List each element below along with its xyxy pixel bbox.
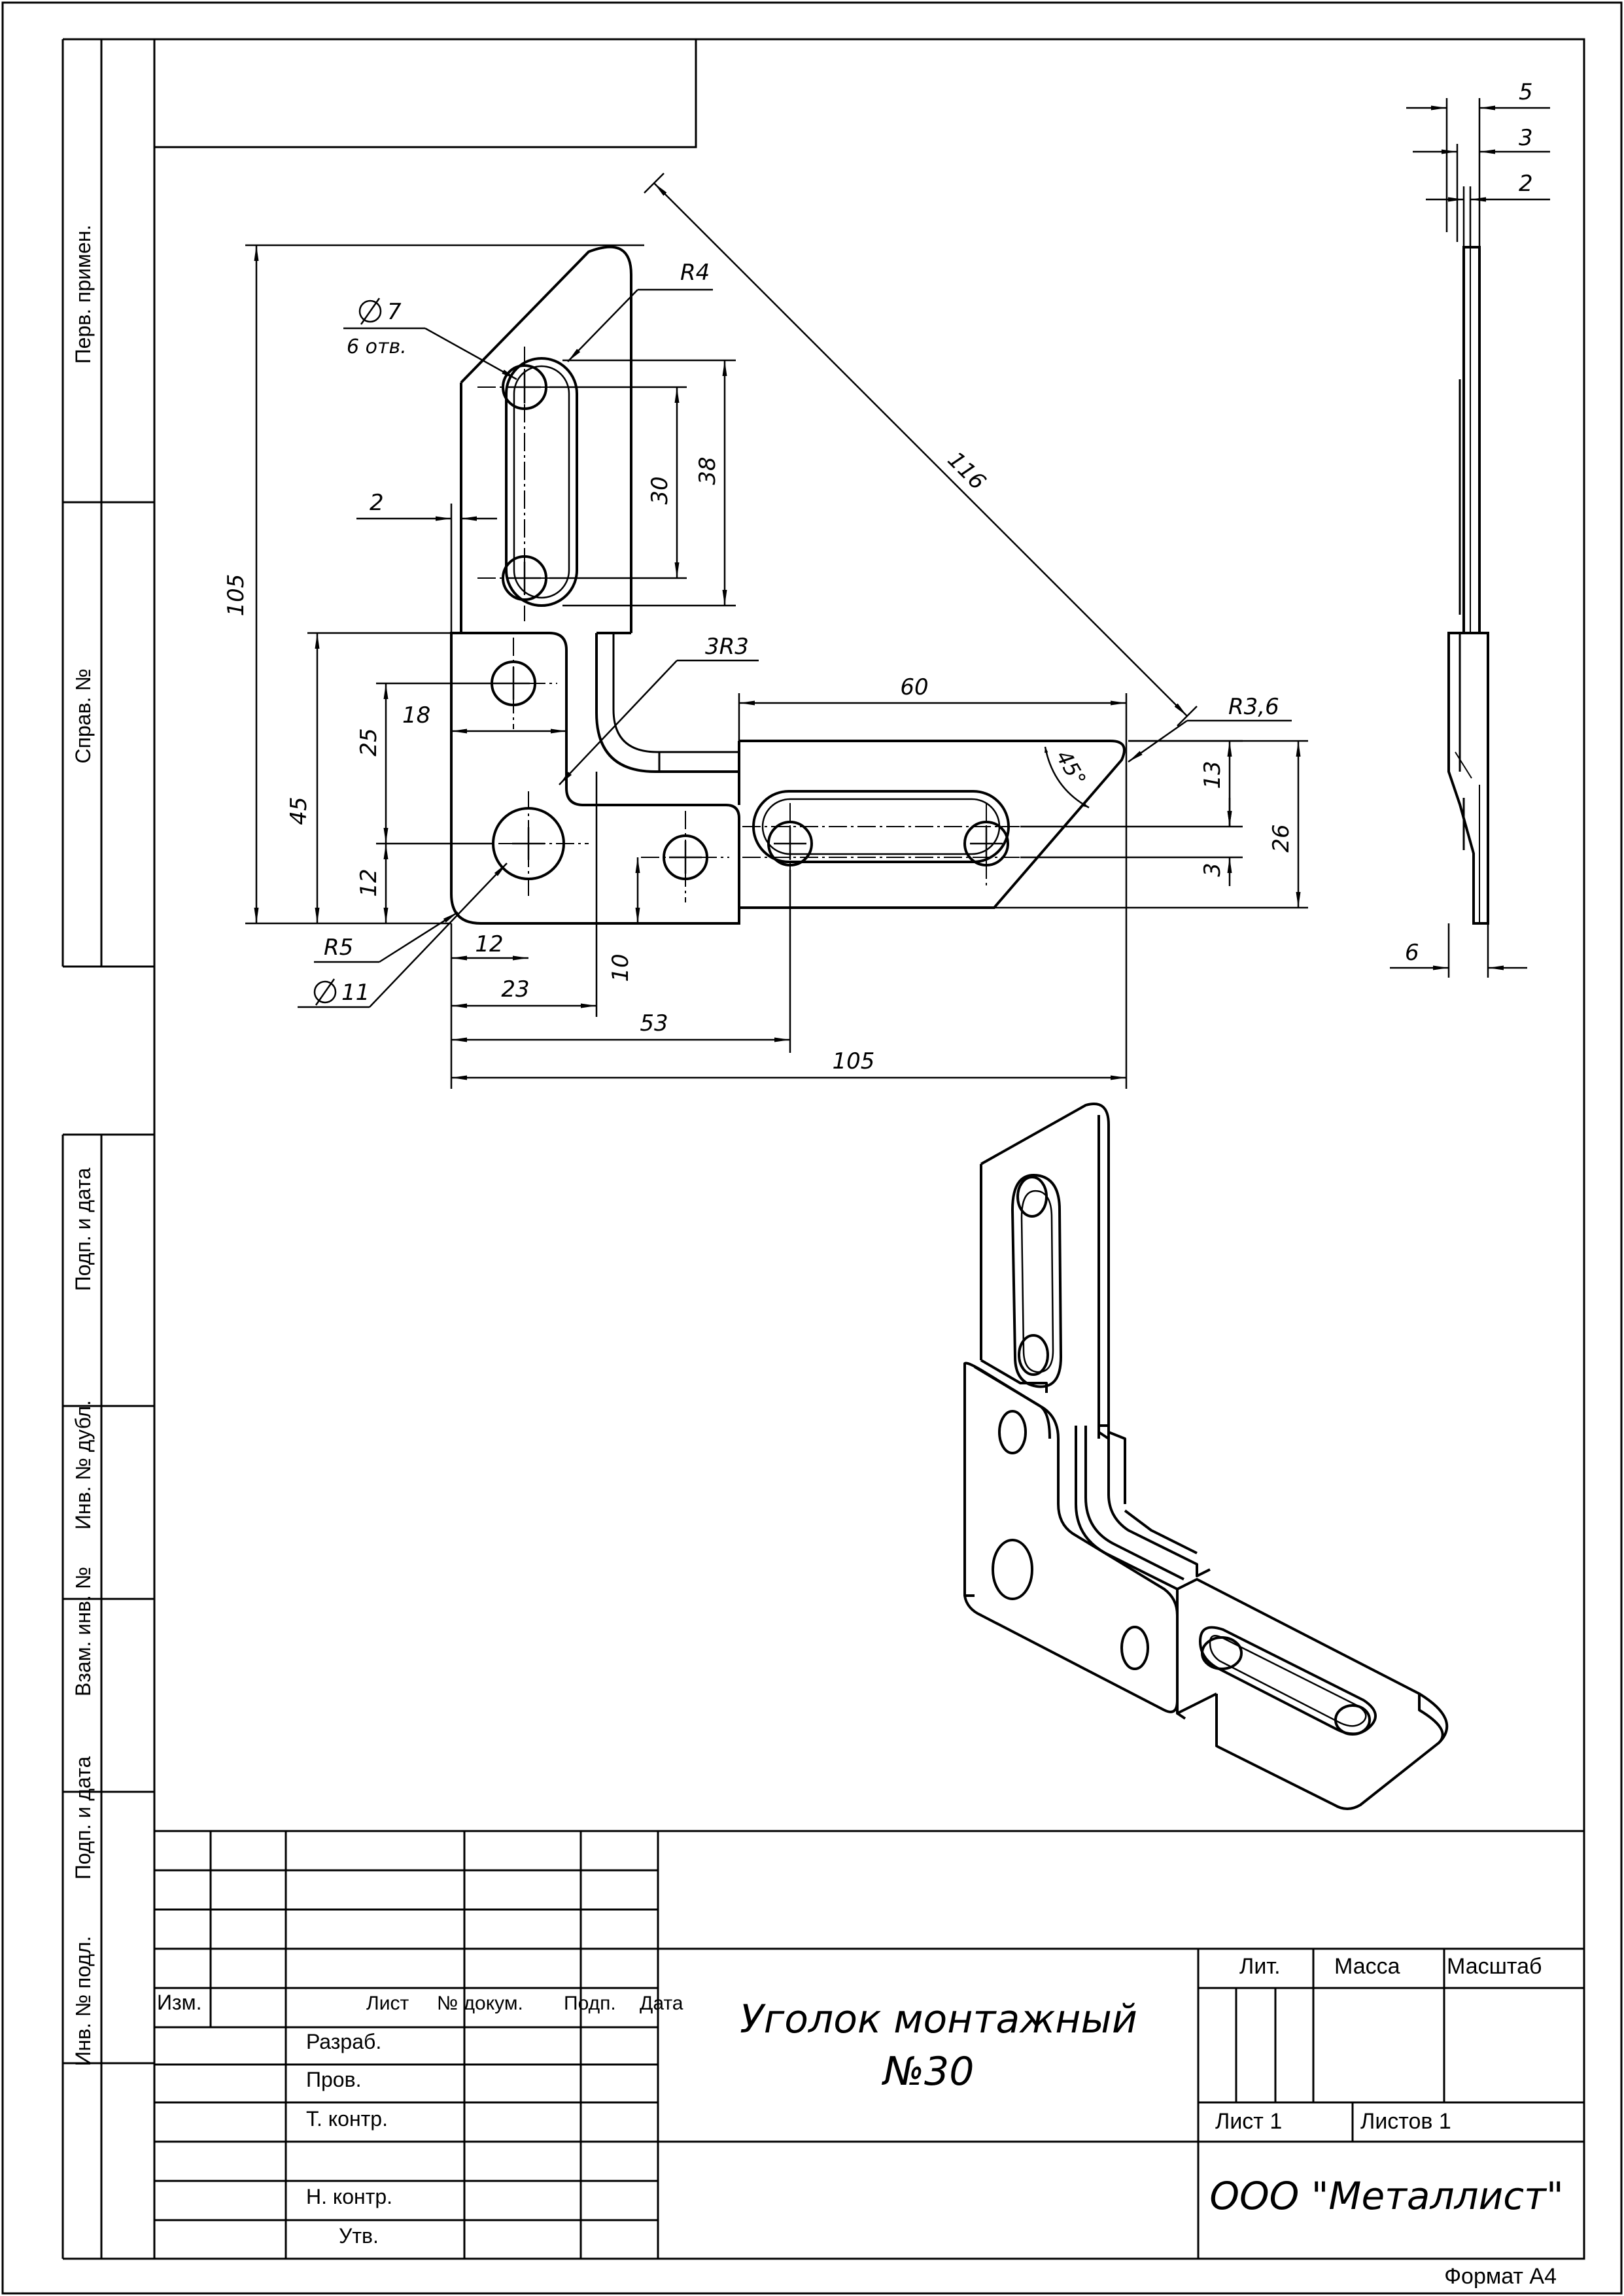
tb-sheet: Лист 1 xyxy=(1215,2109,1282,2134)
front-view xyxy=(450,245,1126,925)
bend-radius-inner xyxy=(612,633,739,753)
tb-izm: Изм. xyxy=(157,1991,202,2014)
tb-n-kontr: Н. контр. xyxy=(306,2185,392,2208)
front-dimension-labels: 105 7 6 отв. R4 116 2 30 38 3R3 60 R3,6 … xyxy=(223,260,1294,1074)
dim-diameter-11: 11 xyxy=(313,978,370,1006)
upper-arm-outline xyxy=(460,245,632,633)
dim-116: 116 xyxy=(942,447,991,495)
upper-slot xyxy=(505,357,578,607)
dim-18: 18 xyxy=(402,702,430,728)
tb-no-dokum: № докум. xyxy=(437,1993,523,2014)
isometric-view xyxy=(963,1103,1449,1810)
dim-12-vertical: 12 xyxy=(356,868,382,897)
dim-12-horizontal: 12 xyxy=(475,931,503,957)
tb-sheets: Листов 1 xyxy=(1360,2109,1451,2134)
side-label-podp-data-2: Подп. и дата xyxy=(71,1756,95,1880)
dim-53: 53 xyxy=(640,1010,668,1037)
dim-r4: R4 xyxy=(680,260,710,286)
dim-26: 26 xyxy=(1268,824,1294,852)
dim-45-vertical: 45 xyxy=(286,797,312,825)
tb-podp: Подп. xyxy=(564,1993,616,2014)
dim-25: 25 xyxy=(356,728,382,756)
bend-radius-outer xyxy=(595,633,739,773)
dim-30: 30 xyxy=(647,476,673,504)
side-label-perv-primen: Перв. примен. xyxy=(71,225,95,364)
tb-masshtab: Масштаб xyxy=(1447,1954,1542,1979)
side-strip: Перв. примен. Справ. № Подп. и дата Инв.… xyxy=(61,38,154,2260)
tb-prov: Пров. xyxy=(306,2068,361,2091)
dim-r5: R5 xyxy=(324,934,353,961)
side-view xyxy=(1390,98,1550,978)
dim-23: 23 xyxy=(501,976,529,1002)
document-title-line1: Уголок монтажный xyxy=(740,1996,1137,2042)
dim-13: 13 xyxy=(1200,761,1226,789)
document-title-line2: №30 xyxy=(882,2049,975,2095)
side-label-vzam-inv: Взам. инв. № xyxy=(71,1567,95,1696)
tb-lit: Лит. xyxy=(1239,1954,1281,1979)
tb-list: Лист xyxy=(366,1993,409,2014)
svg-text:11: 11 xyxy=(341,980,370,1006)
dim-3: 3 xyxy=(1200,863,1226,877)
tb-t-kontr: Т. контр. xyxy=(306,2107,388,2131)
dim-3r3: 3R3 xyxy=(705,634,749,660)
title-block-labels: Изм. Лист № докум. Подп. Дата Разраб. Пр… xyxy=(157,1954,1564,2289)
side-label-inv-podl: Инв. № подл. xyxy=(71,1936,95,2066)
dim-r3-6: R3,6 xyxy=(1228,694,1279,720)
dim-6-holes: 6 отв. xyxy=(347,335,407,358)
tb-razrab: Разраб. xyxy=(306,2030,381,2053)
sheet-format: Формат А4 xyxy=(1444,2264,1557,2289)
dim-105-horizontal: 105 xyxy=(833,1048,875,1074)
side-label-inv-dubl: Инв. № дубл. xyxy=(71,1400,95,1530)
side-dimension-labels: 5 3 2 6 xyxy=(1405,79,1533,966)
tb-data: Дата xyxy=(640,1993,683,2014)
side-dim-3: 3 xyxy=(1519,125,1533,151)
dim-60: 60 xyxy=(900,674,928,700)
dim-45-angle: 45° xyxy=(1051,745,1091,790)
side-dim-2: 2 xyxy=(1519,171,1533,197)
side-dim-5: 5 xyxy=(1519,79,1533,105)
right-arm-outline xyxy=(739,740,1126,909)
tb-utv: Утв. xyxy=(339,2224,379,2248)
dim-10: 10 xyxy=(608,953,634,982)
tb-massa: Масса xyxy=(1334,1954,1400,1979)
side-dim-6: 6 xyxy=(1405,940,1419,966)
title-block xyxy=(154,1830,1584,2259)
svg-text:7: 7 xyxy=(387,299,402,325)
side-label-sprav-no: Справ. № xyxy=(71,668,95,763)
organization-name: ООО "Металлист" xyxy=(1209,2174,1563,2218)
dim-2: 2 xyxy=(370,490,384,516)
dim-diameter-7: 7 xyxy=(358,298,402,325)
front-dimensions xyxy=(245,173,1308,1089)
side-label-podp-data-1: Подп. и дата xyxy=(71,1168,95,1292)
dim-38: 38 xyxy=(695,456,721,485)
dim-105-vertical: 105 xyxy=(223,574,249,617)
lower-left-plate-outline xyxy=(450,632,740,925)
